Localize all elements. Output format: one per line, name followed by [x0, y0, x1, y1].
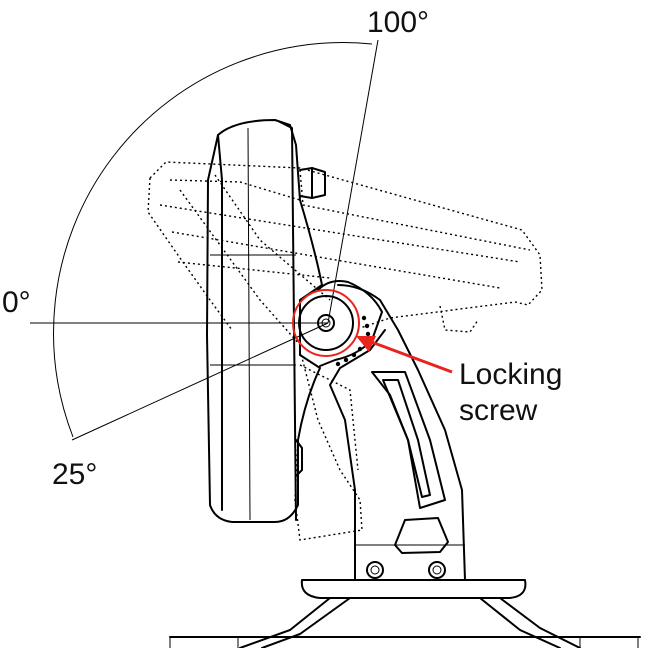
tilted-display-outline [147, 161, 543, 541]
twenty-five-degree-line [71, 322, 329, 441]
callout-label-line2: screw [459, 394, 538, 427]
angle-label-100: 100° [367, 6, 429, 39]
callout-label-line1: Locking [459, 358, 562, 391]
display-body [206, 119, 326, 523]
hinge-hub [298, 295, 354, 351]
locking-screw-highlight [292, 289, 360, 357]
stand-arm [329, 284, 466, 581]
locking-screw-arrow [356, 336, 453, 374]
screw-head [317, 314, 335, 332]
angle-label-25: 25° [52, 458, 97, 491]
screw-center [321, 318, 331, 328]
angle-guides [30, 39, 379, 441]
stand-base [169, 579, 641, 648]
angle-label-0: 0° [2, 286, 31, 319]
tilt-range-arc [53, 42, 373, 438]
hundred-degree-line [327, 39, 379, 324]
